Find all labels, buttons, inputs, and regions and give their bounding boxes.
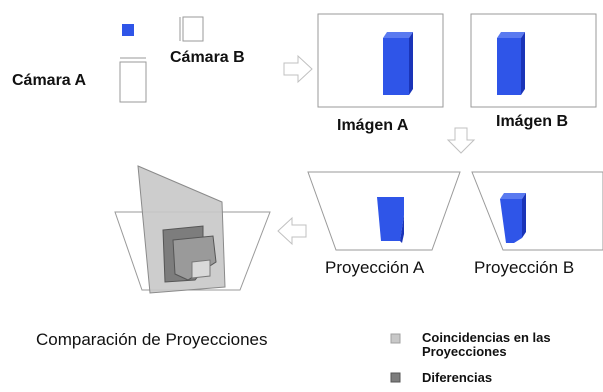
camera-a-label: Cámara A: [12, 72, 87, 89]
camera-b-icon: [179, 16, 204, 42]
coincidence-swatch: [390, 333, 401, 344]
image-a-panel: [317, 13, 444, 108]
image-b-label: Imágen B: [496, 113, 569, 130]
arrow-right-icon: [283, 54, 313, 84]
arrow-down-icon: [446, 127, 476, 154]
camera-b-label: Cámara B: [170, 49, 245, 66]
projection-b-panel: [471, 171, 603, 251]
object-marker: [122, 24, 134, 36]
projection-b-label: Proyección B: [474, 258, 575, 277]
difference-swatch: [390, 372, 401, 383]
comparison-panel: [114, 165, 271, 294]
legend-coincidences-label: Coincidencias en las Proyecciones: [422, 330, 551, 359]
legend-differences-label: Diferencias: [422, 370, 493, 385]
arrow-left-icon: [277, 216, 307, 246]
image-a-label: Imágen A: [337, 117, 409, 134]
camera-a-icon: [119, 57, 147, 103]
projection-a-panel: [307, 171, 461, 251]
image-b-panel: [470, 13, 597, 108]
comparison-label: Comparación de Proyecciones: [36, 330, 268, 349]
projection-a-label: Proyección A: [325, 258, 425, 277]
